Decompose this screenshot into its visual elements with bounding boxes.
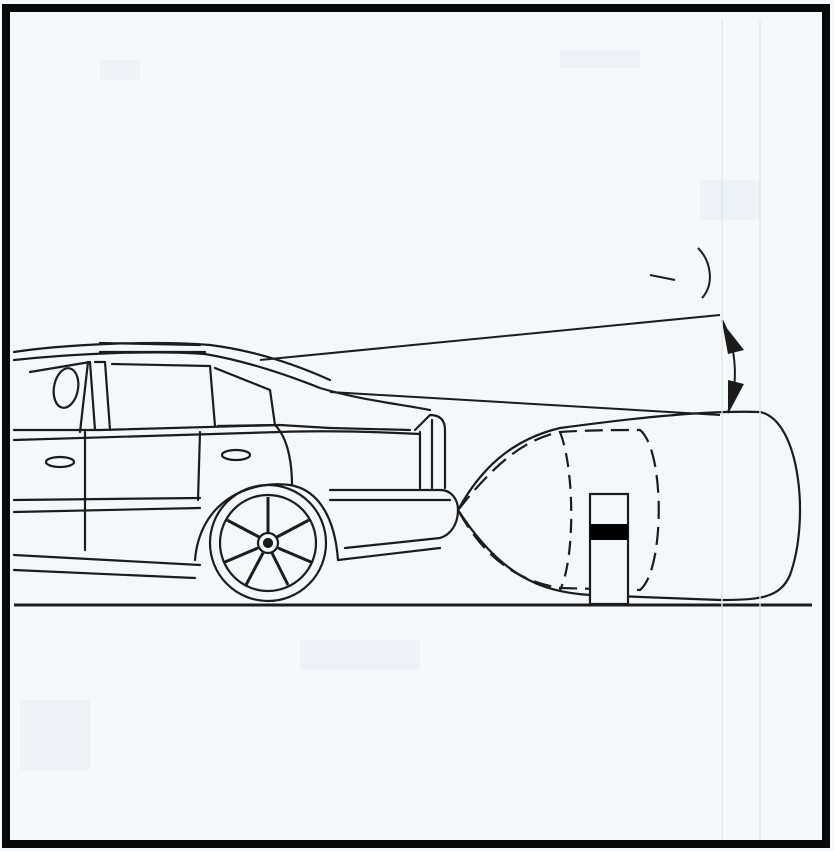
obstacle-post <box>590 494 628 604</box>
post-marker-band <box>590 524 628 540</box>
